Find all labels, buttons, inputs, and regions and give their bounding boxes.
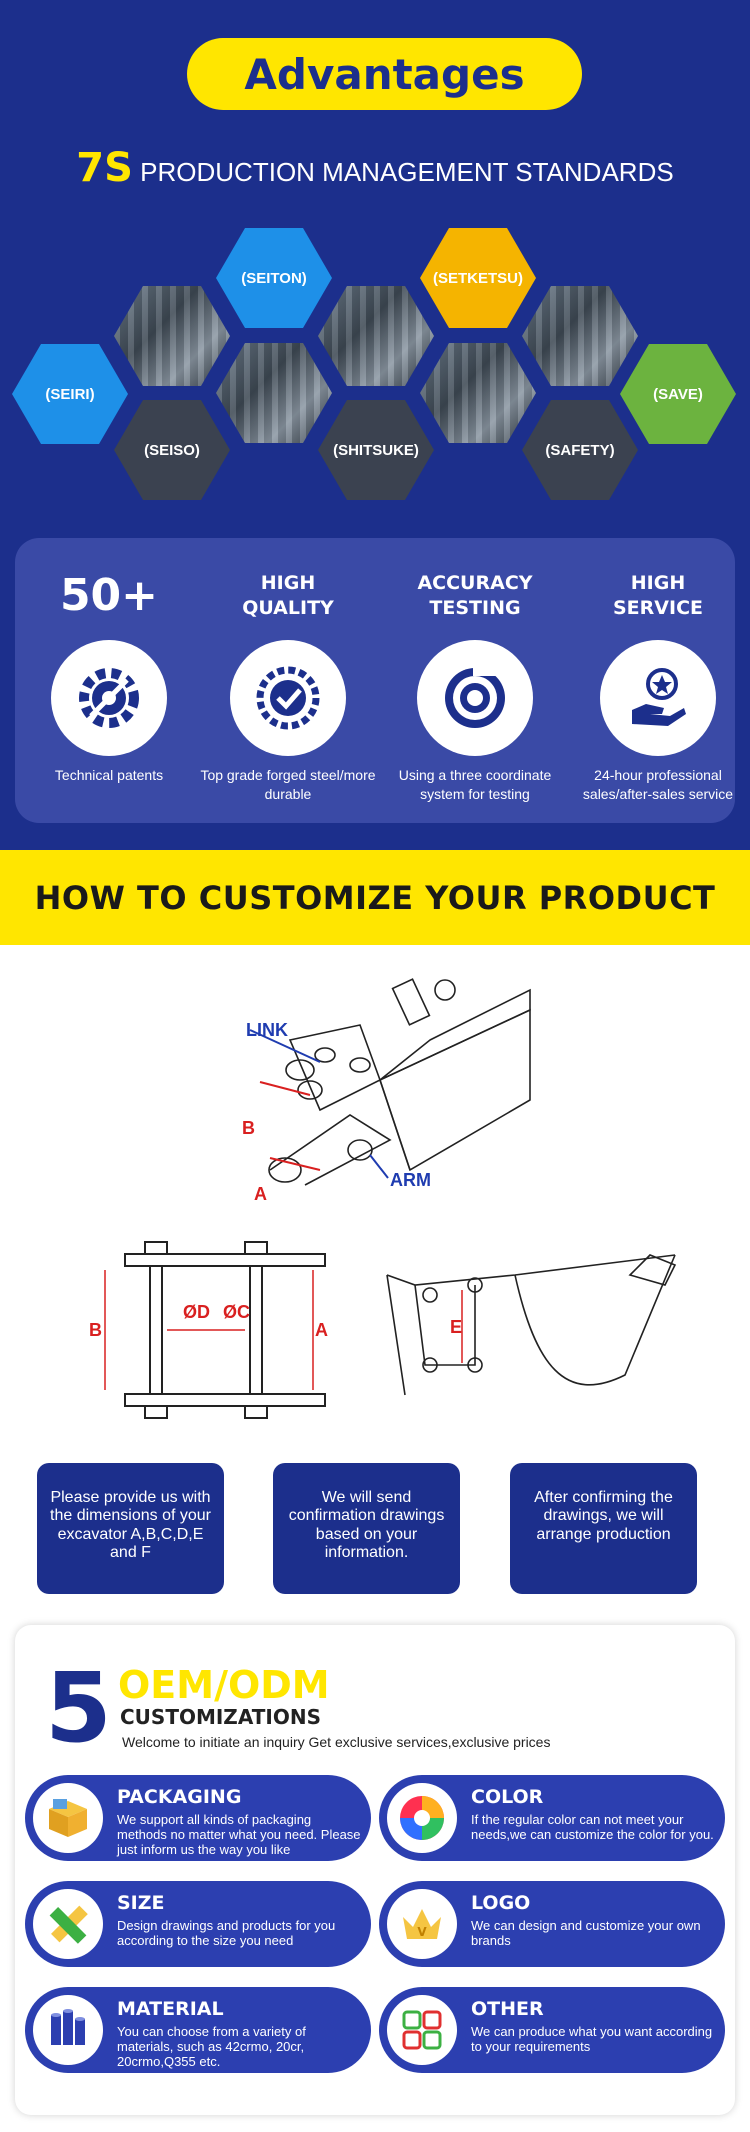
factory-photo-4	[420, 343, 536, 443]
oem-card: 5 OEM/ODM CUSTOMIZATIONS Welcome to init…	[15, 1625, 735, 2115]
stat-accuracy-head-text: ACCURACY TESTING	[417, 572, 533, 619]
bucket-diagram: E	[375, 1245, 695, 1420]
feature-other: OTHER We can produce what you want accor…	[379, 1987, 725, 2073]
customize-banner: HOW TO CUSTOMIZE YOUR PRODUCT	[0, 850, 750, 945]
label-arm: ARM	[390, 1170, 431, 1190]
hex-seiso-label: (SEISO)	[144, 441, 200, 459]
hex-seiton: (SEITON)	[216, 228, 332, 328]
feature-color: COLOR If the regular color can not meet …	[379, 1775, 725, 1861]
feature-color-title: COLOR	[471, 1786, 544, 1808]
stat-service: HIGH SERVICE 24-hour professional sales/…	[568, 538, 748, 823]
hex-shitsuke: (SHITSUKE)	[318, 400, 434, 500]
oem-welcome: Welcome to initiate an inquiry Get exclu…	[122, 1734, 551, 1750]
feature-logo-desc: We can design and customize your own bra…	[471, 1918, 701, 1948]
hex-safety: (SAFETY)	[522, 400, 638, 500]
step-provide-dimensions: Please provide us with the dimensions of…	[37, 1463, 224, 1594]
seven-s-text: PRODUCTION MANAGEMENT STANDARDS	[132, 157, 674, 187]
feature-logo: V LOGO We can design and customize your …	[379, 1881, 725, 1967]
feature-logo-title: LOGO	[471, 1892, 531, 1914]
factory-photo-2	[216, 343, 332, 443]
advantages-title-pill: Advantages	[187, 38, 582, 110]
pipes-icon	[33, 1995, 103, 2065]
hex-setketsu: (SETKETSU)	[420, 228, 536, 328]
box-icon	[33, 1783, 103, 1853]
factory-photo-5	[522, 286, 638, 386]
feature-packaging-title: PACKAGING	[117, 1786, 242, 1808]
feature-size-title: SIZE	[117, 1892, 165, 1914]
stat-accuracy: ACCURACY TESTING Using a three coordinat…	[385, 538, 565, 823]
label-c: ØC	[223, 1302, 250, 1322]
target-icon	[417, 640, 533, 756]
hex-setketsu-label: (SETKETSU)	[433, 269, 523, 287]
hex-save-label: (SAVE)	[653, 385, 703, 403]
svg-text:V: V	[417, 1925, 427, 1939]
feature-packaging-desc: We support all kinds of packaging method…	[117, 1812, 361, 1857]
stat-quality-head: HIGH QUALITY	[198, 566, 378, 626]
hex-seiton-label: (SEITON)	[241, 269, 307, 287]
seven-s-heading: 7S PRODUCTION MANAGEMENT STANDARDS	[0, 145, 750, 191]
step-confirmation-drawings: We will send confirmation drawings based…	[273, 1463, 460, 1594]
hex-seiri: (SEIRI)	[12, 344, 128, 444]
customize-title: HOW TO CUSTOMIZE YOUR PRODUCT	[34, 878, 716, 917]
link-arm-isometric-diagram: LINK B A ARM	[230, 970, 540, 1210]
oem-title: OEM/ODM	[118, 1663, 330, 1707]
feature-size-desc: Design drawings and products for you acc…	[117, 1918, 336, 1948]
feature-material-desc: You can choose from a variety of materia…	[117, 2024, 306, 2069]
feature-packaging: PACKAGING We support all kinds of packag…	[25, 1775, 371, 1861]
stat-quality-desc: Top grade forged steel/more durable	[200, 767, 376, 802]
hex-seiso: (SEISO)	[114, 400, 230, 500]
hex-seiri-label: (SEIRI)	[45, 385, 95, 403]
stat-patents-desc: Technical patents	[54, 767, 164, 783]
label-a-2d: A	[315, 1320, 328, 1340]
crown-icon: V	[387, 1889, 457, 1959]
factory-photo-3	[318, 286, 434, 386]
quality-badge-icon	[230, 640, 346, 756]
hex-safety-label: (SAFETY)	[545, 441, 615, 459]
feature-size: SIZE Design drawings and products for yo…	[25, 1881, 371, 1967]
factory-photo-1	[114, 286, 230, 386]
feature-color-desc: If the regular color can not meet your n…	[471, 1812, 714, 1842]
advantages-section: Advantages 7S PRODUCTION MANAGEMENT STAN…	[0, 0, 750, 850]
advantages-stats-card: 50+ Technical patents HIGH QUALITY Top g…	[15, 538, 735, 823]
label-link: LINK	[246, 1020, 288, 1040]
feature-other-title: OTHER	[471, 1998, 544, 2020]
color-wheel-icon	[387, 1783, 457, 1853]
oem-subtitle: CUSTOMIZATIONS	[120, 1705, 321, 1729]
stat-accuracy-head: ACCURACY TESTING	[385, 566, 565, 626]
stat-accuracy-desc: Using a three coordinate system for test…	[398, 767, 552, 802]
feature-material: MATERIAL You can choose from a variety o…	[25, 1987, 371, 2073]
stat-quality: HIGH QUALITY Top grade forged steel/more…	[198, 538, 378, 823]
stat-quality-head-text: HIGH QUALITY	[242, 572, 334, 619]
stat-patents: 50+ Technical patents	[19, 538, 199, 823]
stat-service-desc: 24-hour professional sales/after-sales s…	[582, 767, 734, 802]
oem-number: 5	[45, 1652, 112, 1764]
gear-icon	[51, 640, 167, 756]
stat-service-head: HIGH SERVICE	[568, 566, 748, 626]
advantages-title: Advantages	[244, 49, 525, 99]
stat-service-head-text: HIGH SERVICE	[613, 572, 703, 619]
label-b-2d: B	[89, 1320, 102, 1340]
feature-other-desc: We can produce what you want according t…	[471, 2024, 713, 2054]
feature-material-title: MATERIAL	[117, 1998, 224, 2020]
label-a-iso: A	[254, 1184, 267, 1204]
label-e: E	[450, 1317, 463, 1337]
hex-shitsuke-label: (SHITSUKE)	[333, 441, 419, 459]
label-b-iso: B	[242, 1118, 255, 1138]
label-d: ØD	[183, 1302, 210, 1322]
hex-save: (SAVE)	[620, 344, 736, 444]
ruler-pencil-icon	[33, 1889, 103, 1959]
stat-patents-head: 50+	[59, 570, 159, 622]
pin-dimension-diagram: B A ØD ØC	[89, 1240, 335, 1420]
seven-s-number: 7S	[76, 145, 133, 191]
grid-icon	[387, 1995, 457, 2065]
step-arrange-production: After confirming the drawings, we will a…	[510, 1463, 697, 1594]
hand-star-icon	[600, 640, 716, 756]
